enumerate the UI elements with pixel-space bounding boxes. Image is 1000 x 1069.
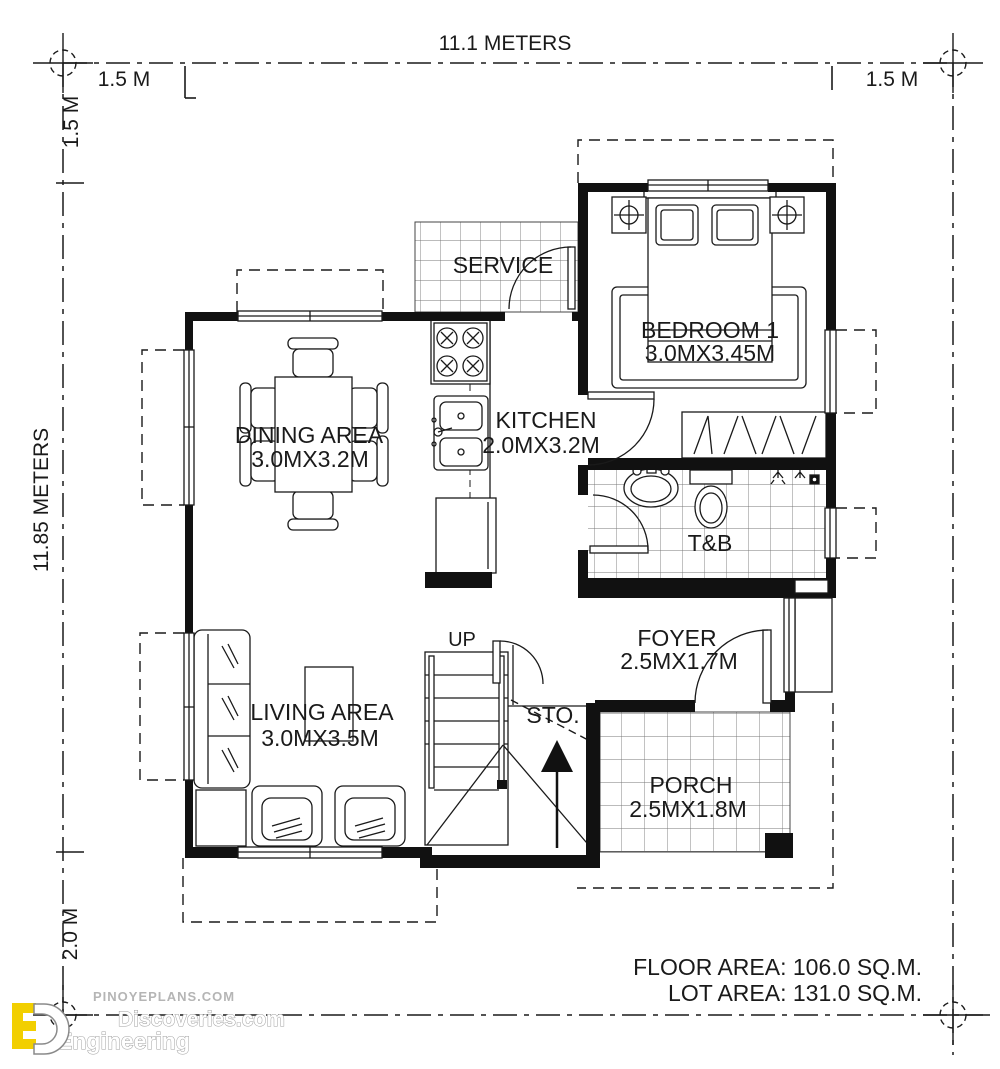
dim-setback-top-right-label: 1.5 M (866, 68, 919, 91)
door-storage (492, 640, 544, 685)
door-service (508, 246, 576, 310)
lot-boundary (33, 33, 990, 1055)
window-toilet-bath-south (794, 579, 829, 594)
watermark-brand-line1: Discoveries.com (118, 1008, 285, 1031)
dim-setback-top-left-label: 1.5 M (98, 68, 151, 91)
dining-set (239, 337, 389, 531)
window-living-west (183, 632, 195, 781)
closet (681, 411, 827, 459)
windows (183, 179, 837, 859)
door-bedroom (587, 391, 655, 466)
watermark-brand-line2: Engineering (57, 1028, 190, 1054)
engineering-discoveries-logo-icon (12, 1003, 70, 1055)
dining-size-label: 3.0MX3.2M (251, 446, 369, 472)
dim-setback-left-bottom-label: 2.0 M (59, 908, 82, 961)
dim-left-total-label: 11.85 METERS (30, 428, 53, 572)
shower-icon (770, 468, 820, 485)
window-living-south (237, 846, 383, 859)
doors (492, 246, 772, 704)
dim-setback-left-top-label: 1.5 M (60, 96, 83, 149)
window-toilet-bath-east (824, 507, 837, 559)
floor-area-text: FLOOR AREA: 106.0 SQ.M. (633, 954, 922, 980)
armchair (334, 785, 406, 847)
lot-area-text: LOT AREA: 131.0 SQ.M. (668, 980, 922, 1006)
dining-label: DINING AREA (235, 422, 384, 448)
living-size-label: 3.0MX3.5M (261, 725, 379, 751)
porch-floor-tiles (599, 711, 791, 853)
nightstand (769, 196, 805, 234)
staircase (424, 645, 593, 850)
foyer-label: FOYER (637, 625, 716, 651)
kitchen-sink (431, 395, 489, 471)
stairs-up-label: UP (448, 629, 476, 651)
door-toilet-bath (589, 494, 649, 554)
porch-label: PORCH (649, 772, 732, 798)
storage-label: STO. (526, 702, 579, 728)
window-bedroom-north (647, 179, 769, 192)
toilet-bath-label: T&B (688, 530, 733, 556)
refrigerator (435, 497, 497, 574)
nightstand (611, 196, 647, 234)
survey-marker-icon (923, 33, 983, 93)
window-dining-west (183, 349, 195, 506)
dining-table (274, 376, 353, 493)
window-foyer-east (783, 597, 833, 693)
foyer-size-label: 2.5MX1.7M (620, 648, 738, 674)
kitchen-size-label: 2.0MX3.2M (482, 432, 600, 458)
coffee-table (304, 666, 354, 742)
dim-top-total-label: 11.1 METERS (439, 32, 572, 55)
service-label: SERVICE (453, 252, 554, 278)
survey-marker-icon (33, 33, 93, 93)
bedroom1-size-label: 3.0MX3.45M (645, 340, 775, 366)
storage-dashed-line (510, 699, 593, 743)
window-dining-north (237, 310, 383, 322)
kitchen-label: KITCHEN (496, 407, 597, 433)
sofa (193, 629, 251, 789)
bed (643, 186, 777, 363)
living-label: LIVING AREA (250, 699, 394, 725)
stove (430, 319, 491, 385)
roof-overhang-dashed (139, 139, 877, 923)
survey-marker-icon (923, 985, 983, 1045)
walls (185, 183, 836, 868)
bedroom1-label: BEDROOM 1 (641, 317, 779, 343)
stairs-direction-arrow-icon (541, 740, 573, 848)
window-bedroom-east (824, 329, 837, 414)
watermark-site: PINOYEPLANS.COM (93, 989, 235, 1004)
door-main-entrance (694, 629, 772, 704)
armchair (251, 785, 323, 847)
porch-size-label: 2.5MX1.8M (629, 796, 747, 822)
toilet (689, 469, 733, 529)
side-table (195, 789, 247, 847)
